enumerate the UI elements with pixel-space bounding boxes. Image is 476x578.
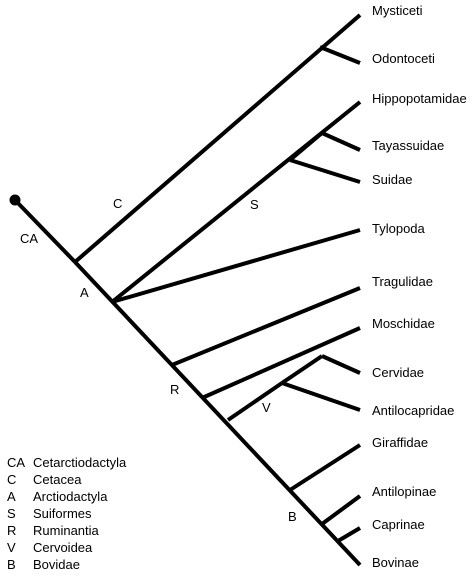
legend-abbr: S [7, 506, 16, 521]
legend-name: Cetarctiodactyla [33, 455, 127, 470]
taxon-label: Antilocapridae [372, 403, 454, 418]
spine-branch [73, 260, 362, 567]
legend-abbr: C [7, 472, 17, 487]
taxon-labels: Mysticeti Odontoceti Hippopotamidae Taya… [372, 3, 467, 570]
root-branch [13, 198, 77, 264]
taxon-label: Hippopotamidae [372, 91, 467, 106]
legend-abbr: V [7, 540, 16, 555]
branch-giraffidae [288, 443, 362, 492]
node-label-ca: CA [20, 231, 38, 246]
legend-abbr: A [7, 489, 16, 504]
branch-tragulidae [171, 286, 361, 367]
legend-row: A Arctiodactyla [7, 488, 126, 505]
legend-row: R Ruminantia [7, 522, 126, 539]
node-label-r: R [170, 382, 179, 397]
legend-abbr: B [7, 557, 16, 572]
node-label-b: B [288, 509, 297, 524]
taxon-label: Tayassuidae [372, 138, 444, 153]
taxon-label: Giraffidae [372, 435, 428, 450]
node-label-a: A [80, 285, 89, 300]
branch-cervidae [321, 354, 361, 375]
legend-row: V Cervoidea [7, 539, 126, 556]
node-label-c: C [113, 196, 122, 211]
node-label-s: S [250, 197, 259, 212]
taxon-label: Caprinae [372, 517, 425, 532]
legend-row: S Suiformes [7, 505, 126, 522]
taxon-label: Tylopoda [372, 221, 426, 236]
branch-moschid-cervid-node [280, 354, 324, 385]
branch-caprinae [336, 526, 362, 543]
branch-pecora [201, 326, 361, 400]
taxon-label: Mysticeti [372, 3, 423, 18]
legend-abbr: R [7, 523, 17, 538]
node-label-v: V [262, 400, 271, 415]
branch-tylopoda [111, 228, 361, 304]
branch-cervoidea [226, 381, 284, 422]
branch-odontoceti [319, 45, 361, 65]
branch-antilopinae [320, 494, 362, 526]
node-labels: CA C A S R V B [20, 196, 297, 524]
legend-name: Suiformes [33, 506, 92, 521]
legend-name: Bovidae [33, 557, 80, 572]
taxon-label: Tragulidae [372, 274, 433, 289]
taxon-label: Suidae [372, 172, 412, 187]
taxon-label: Cervidae [372, 365, 424, 380]
legend-name: Ruminantia [33, 523, 99, 538]
branch-mysticeti [73, 13, 362, 264]
branch-antilocapridae [281, 381, 361, 412]
taxon-label: Antilopinae [372, 484, 436, 499]
taxon-label: Moschidae [372, 316, 435, 331]
branch-tayassuidae [321, 131, 361, 152]
branch-suidae [289, 158, 361, 184]
legend-name: Cervoidea [33, 540, 93, 555]
tree-branches [13, 13, 362, 567]
taxon-label: Bovinae [372, 555, 419, 570]
legend-name: Cetacea [33, 472, 82, 487]
legend-row: CA Cetarctiodactyla [7, 454, 126, 471]
legend-name: Arctiodactyla [33, 489, 108, 504]
legend-abbr: CA [7, 455, 26, 470]
abbreviation-legend: CA Cetarctiodactyla C Cetacea A Arctiodacty… [7, 454, 126, 573]
taxon-label: Odontoceti [372, 51, 435, 66]
legend-row: B Bovidae [7, 556, 126, 573]
root-dot [9, 194, 21, 206]
legend-row: C Cetacea [7, 471, 126, 488]
branch-suiformes-inner [288, 131, 324, 162]
